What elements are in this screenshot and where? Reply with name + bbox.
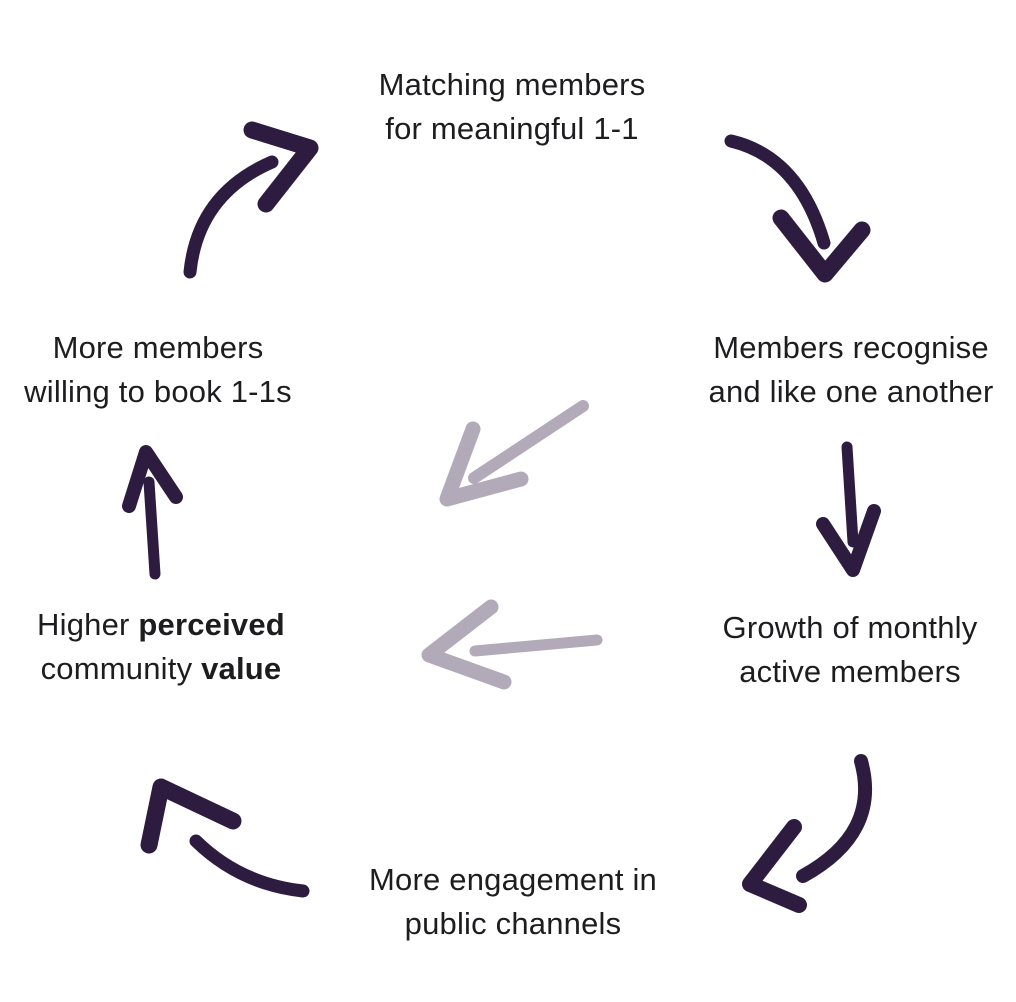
arrow-recognise-to-growth-icon <box>816 441 881 577</box>
arrow-head <box>742 819 807 913</box>
arrow-shaft <box>143 476 161 580</box>
node-more-engagement: More engagement in public channels <box>369 858 657 946</box>
node-text-bold: perceived <box>138 607 285 642</box>
arrow-value-to-willing-icon <box>122 445 183 580</box>
arrow-inward-lower-icon <box>421 599 603 690</box>
arrow-head <box>243 121 319 213</box>
node-line: and like one another <box>708 374 994 409</box>
arrow-shaft <box>189 834 310 898</box>
arrow-inward-upper-icon <box>439 400 589 507</box>
node-perceived-value: Higher perceived community value <box>37 603 285 691</box>
node-line: for meaningful 1-1 <box>385 111 639 146</box>
node-growth-monthly-active: Growth of monthly active members <box>723 606 978 694</box>
arrow-willing-to-matching-icon <box>183 121 319 279</box>
node-line: public channels <box>404 906 622 941</box>
node-line: willing to book 1-1s <box>24 374 292 409</box>
arrow-head <box>122 445 183 513</box>
node-members-recognise: Members recognise and like one another <box>709 326 994 414</box>
arrow-shaft <box>183 155 279 279</box>
arrow-shaft <box>796 754 873 883</box>
node-line: community value <box>37 647 285 691</box>
node-line: active members <box>739 654 961 689</box>
node-line: More members <box>52 330 264 365</box>
arrow-growth-to-engagement-icon <box>742 754 873 913</box>
arrow-head <box>816 504 881 577</box>
arrow-head <box>772 209 871 283</box>
node-text: Higher <box>37 607 139 642</box>
node-matching-members: Matching members for meaningful 1-1 <box>379 63 646 151</box>
node-line: Members recognise <box>713 330 989 365</box>
node-text-bold: value <box>201 651 282 686</box>
arrow-matching-to-recognise-icon <box>724 134 871 283</box>
arrow-shaft <box>841 441 859 548</box>
node-line: Growth of monthly <box>722 610 978 645</box>
node-more-members-willing: More members willing to book 1-1s <box>24 326 292 414</box>
arrow-head <box>140 778 242 854</box>
node-line: Matching members <box>378 67 646 102</box>
arrow-head <box>421 599 512 690</box>
arrow-shaft <box>468 400 589 484</box>
arrow-shaft <box>724 134 831 250</box>
arrow-head <box>439 421 529 507</box>
arrow-engagement-to-value-icon <box>140 778 310 898</box>
node-line: Higher perceived <box>37 603 285 647</box>
node-text: community <box>40 651 202 686</box>
node-line: More engagement in <box>369 862 657 897</box>
arrow-shaft <box>469 634 603 657</box>
